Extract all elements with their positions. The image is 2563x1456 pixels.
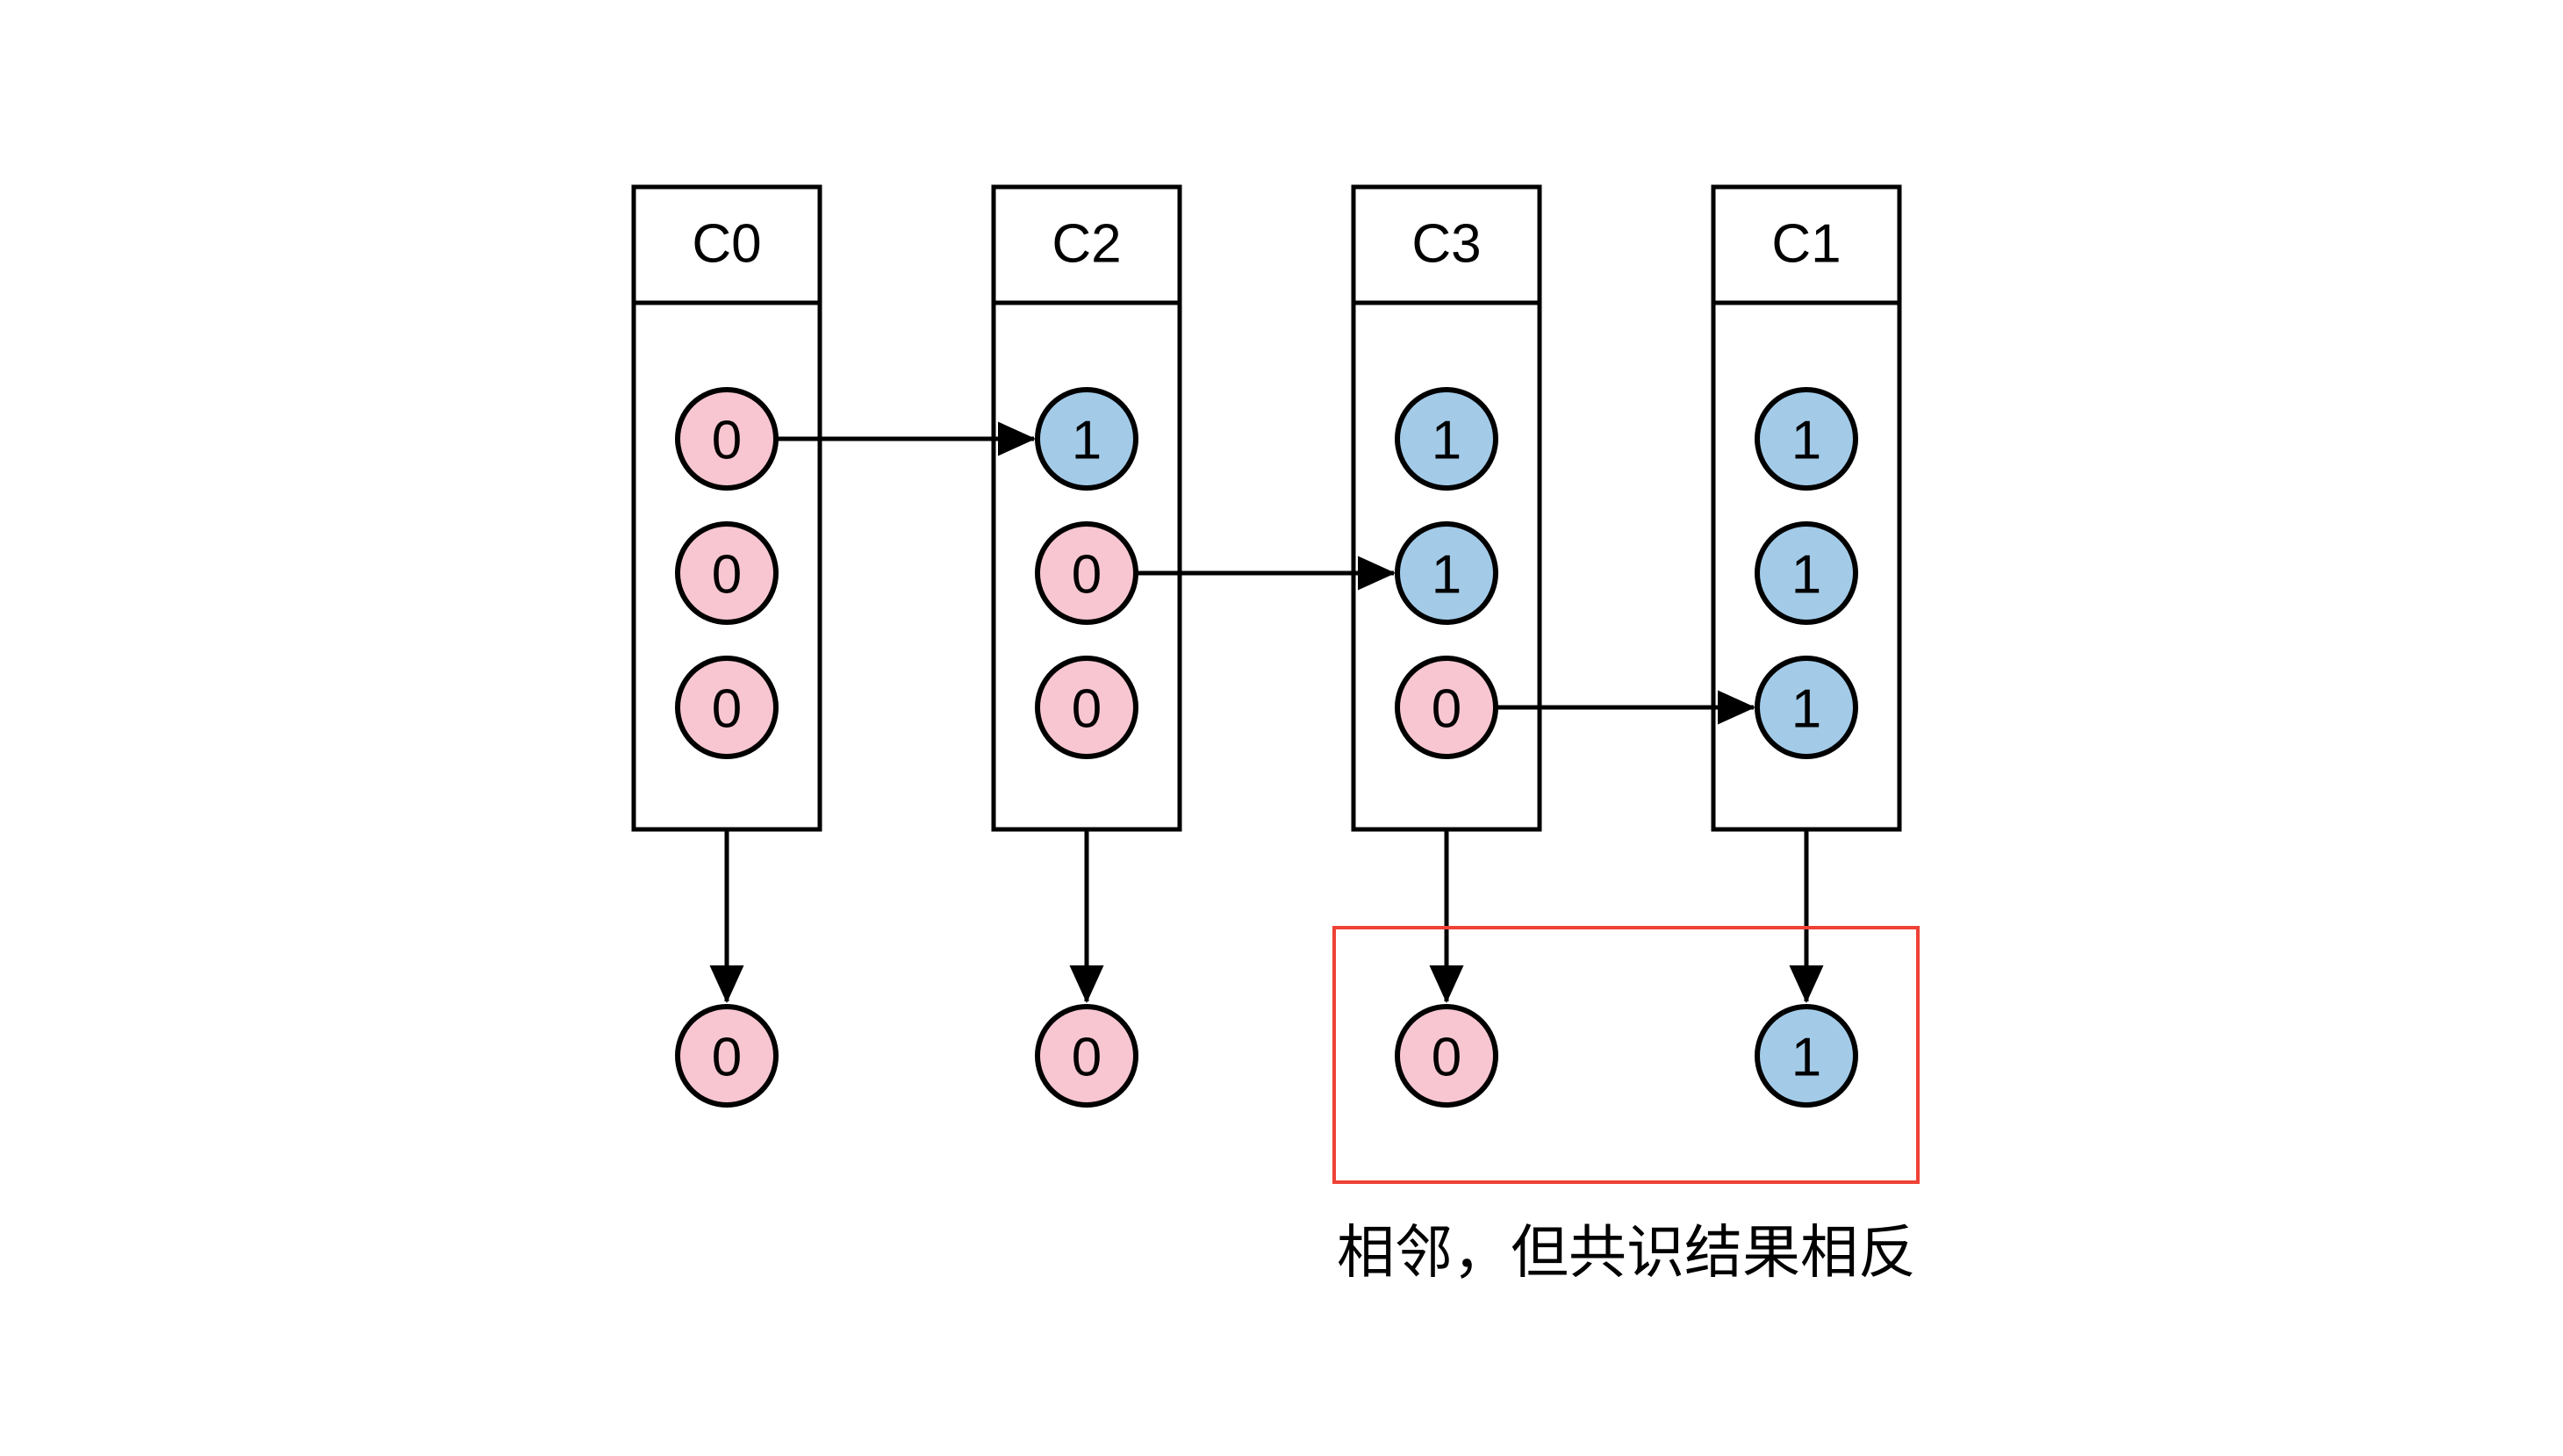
node-value-c1-0: 1 bbox=[1791, 411, 1821, 471]
node-value-c0-0: 0 bbox=[712, 411, 742, 471]
output-circle-c3[interactable] bbox=[1395, 1004, 1498, 1108]
node-circle-c1-2[interactable] bbox=[1755, 656, 1858, 759]
node-value-c1-1: 1 bbox=[1791, 545, 1821, 606]
node-value-c0-1: 0 bbox=[712, 545, 742, 606]
node-circle-c3-0[interactable] bbox=[1395, 387, 1498, 491]
output-circle-c2[interactable] bbox=[1035, 1004, 1138, 1108]
node-value-c0-2: 0 bbox=[712, 679, 742, 740]
column-c1: C1 1 1 1 bbox=[1711, 184, 1902, 832]
highlight-layer bbox=[1332, 926, 1920, 1184]
node-value-c3-2: 0 bbox=[1432, 679, 1461, 740]
node-circle-c0-1[interactable] bbox=[675, 521, 779, 625]
output-circle-c0[interactable] bbox=[675, 1004, 779, 1108]
column-header-label-c2: C2 bbox=[1052, 213, 1121, 274]
column-header-label-c1: C1 bbox=[1771, 213, 1841, 274]
node-value-c3-1: 1 bbox=[1432, 545, 1461, 606]
node-circle-c2-2[interactable] bbox=[1035, 656, 1138, 759]
node-value-c3-0: 1 bbox=[1432, 411, 1461, 471]
column-c3: C3 1 1 0 bbox=[1351, 184, 1542, 832]
node-value-c1-2: 1 bbox=[1791, 679, 1821, 740]
node-circle-c0-2[interactable] bbox=[675, 656, 779, 759]
output-value-c3: 0 bbox=[1432, 1028, 1461, 1088]
output-value-c0: 0 bbox=[712, 1028, 742, 1088]
node-value-c2-2: 0 bbox=[1072, 679, 1102, 740]
node-circle-c2-0[interactable] bbox=[1035, 387, 1138, 491]
edges-layer bbox=[776, 421, 1756, 725]
column-header-label-c0: C0 bbox=[692, 213, 761, 274]
node-value-c2-0: 1 bbox=[1072, 411, 1102, 471]
caption-layer: 相邻，但共识结果相反 bbox=[1337, 1219, 1916, 1284]
output-value-c1: 1 bbox=[1791, 1028, 1821, 1088]
column-header-label-c3: C3 bbox=[1411, 213, 1481, 274]
node-circle-c1-0[interactable] bbox=[1755, 387, 1858, 491]
columns-layer: C0 0 0 0 C2 1 0 0 C3 1 1 0 C1 1 1 1 bbox=[631, 184, 1902, 832]
output-value-c2: 0 bbox=[1072, 1028, 1102, 1088]
caption-label: 相邻，但共识结果相反 bbox=[1337, 1219, 1916, 1284]
highlight-box bbox=[1332, 926, 1920, 1184]
node-circle-c1-1[interactable] bbox=[1755, 521, 1858, 625]
outputs-layer: 0 0 0 1 bbox=[675, 829, 1858, 1108]
output-circle-c1[interactable] bbox=[1755, 1004, 1858, 1108]
node-value-c2-1: 0 bbox=[1072, 545, 1102, 606]
node-circle-c3-1[interactable] bbox=[1395, 521, 1498, 625]
column-c0: C0 0 0 0 bbox=[631, 184, 822, 832]
column-c2: C2 1 0 0 bbox=[991, 184, 1182, 832]
